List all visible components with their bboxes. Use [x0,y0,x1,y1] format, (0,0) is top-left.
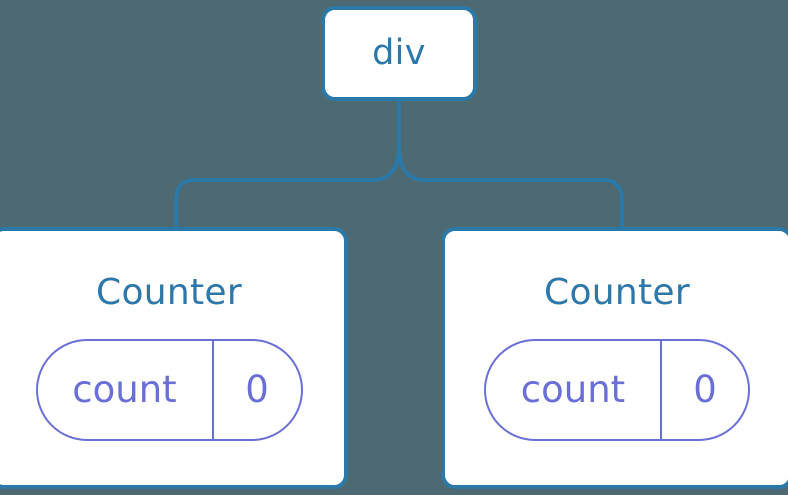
node-counter-right[interactable]: Counter count 0 [441,227,788,489]
node-div[interactable]: div [321,6,477,101]
node-counter-left[interactable]: Counter count 0 [0,227,348,489]
state-value-left: 0 [245,367,269,411]
state-key-left: count [38,341,214,439]
state-pill-left[interactable]: count 0 [35,339,303,441]
node-counter-left-label: Counter [96,272,242,313]
node-div-label: div [372,33,426,73]
state-key-right: count [486,341,662,439]
state-value-right: 0 [693,367,717,411]
state-pill-right[interactable]: count 0 [484,339,750,441]
node-counter-right-label: Counter [544,272,690,313]
